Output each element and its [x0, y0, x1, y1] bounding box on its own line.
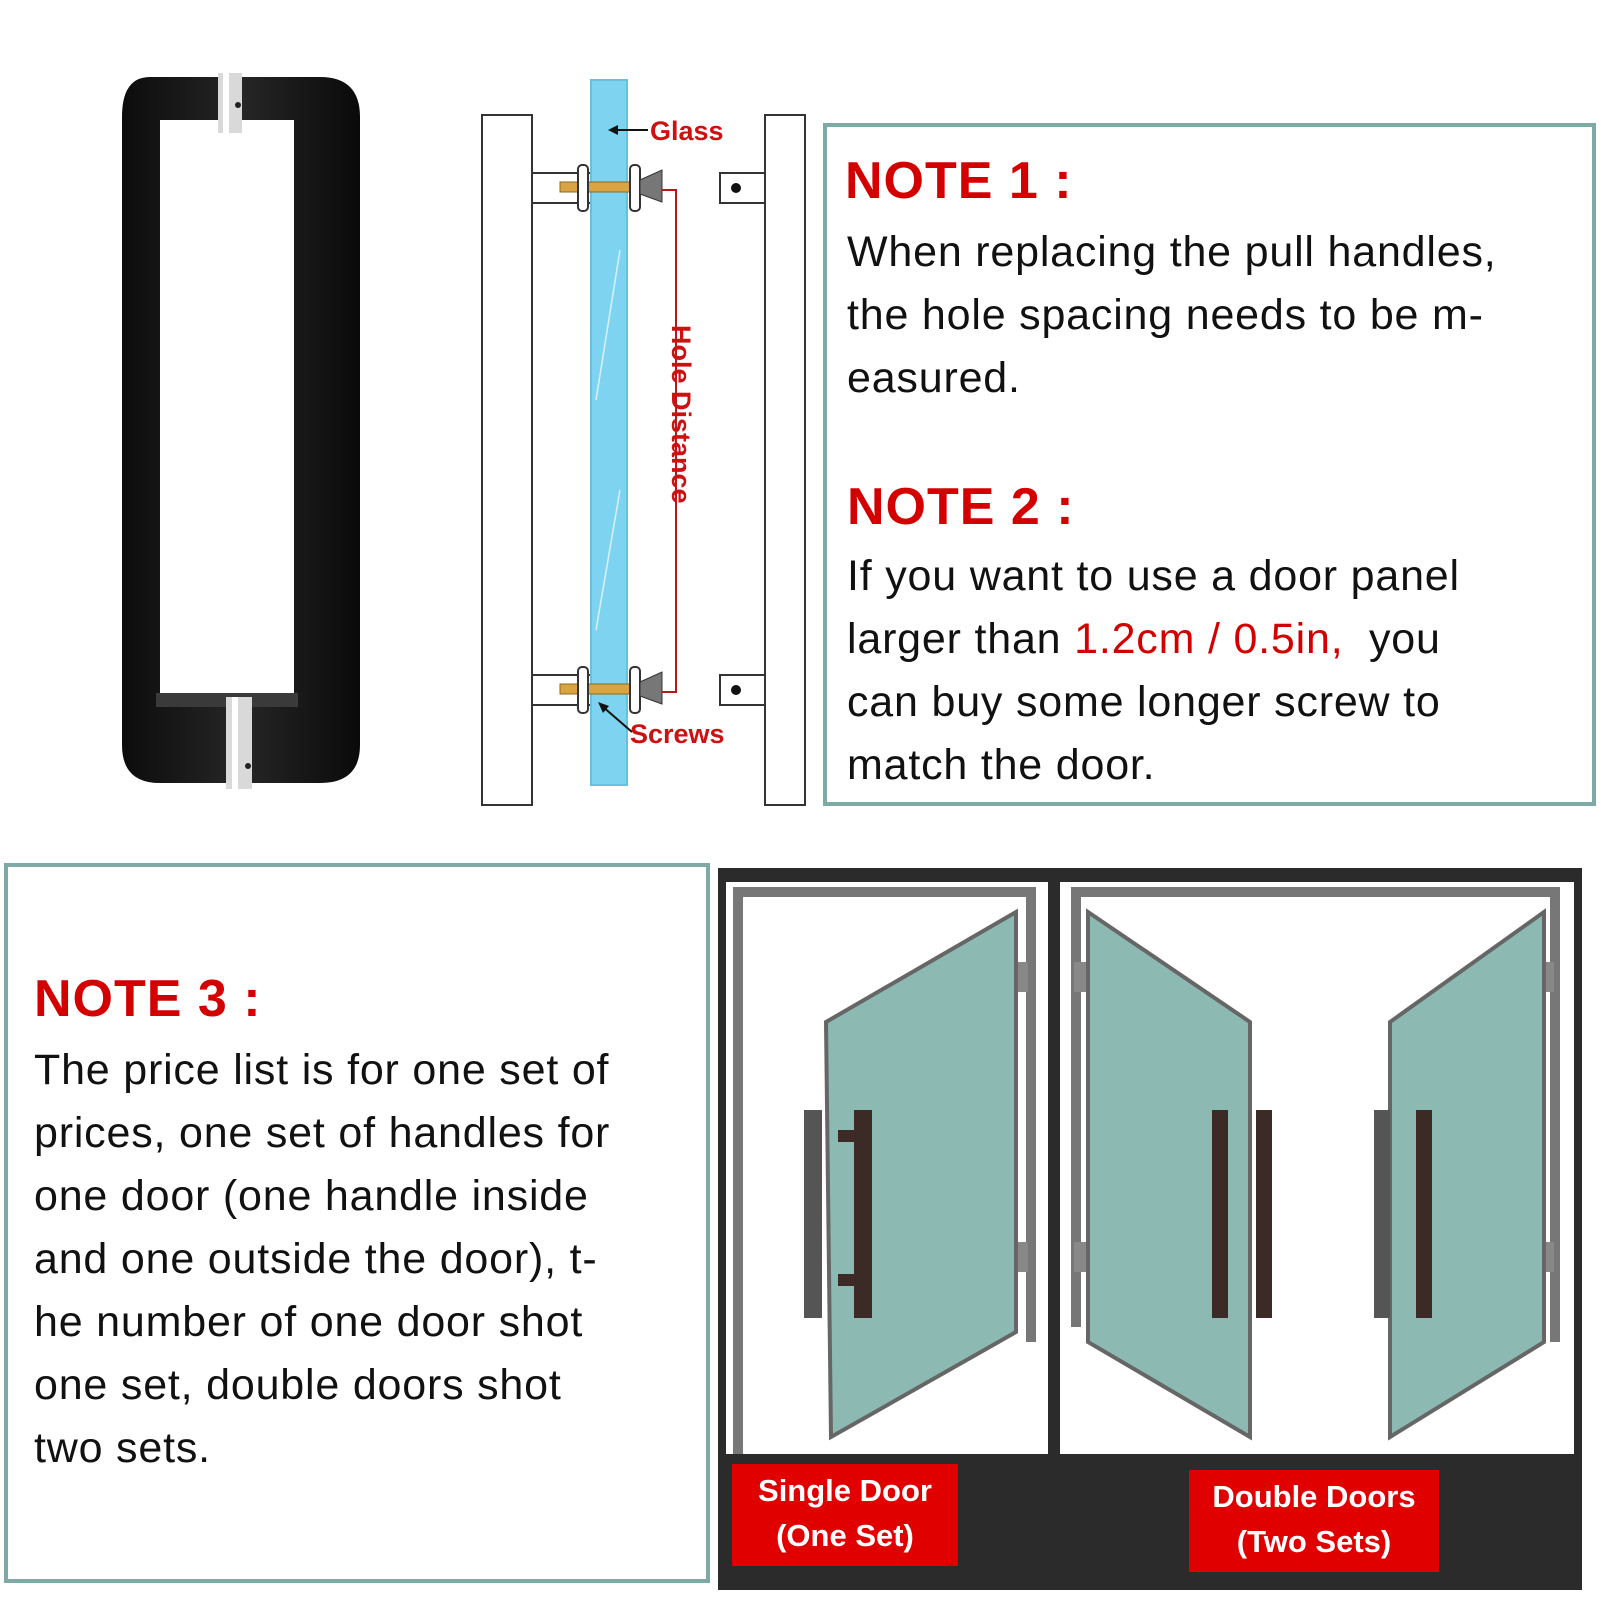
- single-door-illustration: [726, 882, 1048, 1454]
- note-1-title: NOTE 1 :: [845, 152, 1073, 210]
- single-door-label: Single Door (One Set): [732, 1464, 958, 1566]
- note-1-2-box: NOTE 1 : When replacing the pull handles…: [823, 123, 1596, 806]
- double-doors-label: Double Doors (Two Sets): [1189, 1470, 1439, 1572]
- screws-label: Screws: [630, 719, 725, 749]
- note-3-text: The price list is for one set of prices,…: [34, 1046, 611, 1472]
- right-handle-outline: [764, 114, 806, 806]
- right-standoff-bottom: [719, 674, 766, 706]
- glass-panel: [590, 79, 628, 786]
- handle-product-image: [122, 73, 360, 789]
- note-2-text: If you want to use a door panel larger t…: [847, 552, 1460, 789]
- installation-diagram: Glass Hole Distance Screws: [481, 79, 806, 806]
- panel-size-highlight: 1.2cm / 0.5in,: [1074, 615, 1344, 663]
- note-2-title: NOTE 2 :: [847, 478, 1075, 536]
- double-doors-illustration: [1060, 882, 1574, 1454]
- note-3-box: NOTE 3 : The price list is for one set o…: [4, 863, 710, 1583]
- right-standoff-top: [719, 172, 766, 204]
- glass-label: Glass: [650, 116, 724, 146]
- hole-distance-label: Hole Distance: [666, 325, 696, 504]
- note-1-text: When replacing the pull handles, the hol…: [847, 228, 1497, 402]
- door-illustrations-panel: Single Door (One Set) Double Doors (Two …: [718, 868, 1582, 1590]
- note-3-title: NOTE 3 :: [34, 970, 262, 1028]
- left-handle-outline: [481, 114, 533, 806]
